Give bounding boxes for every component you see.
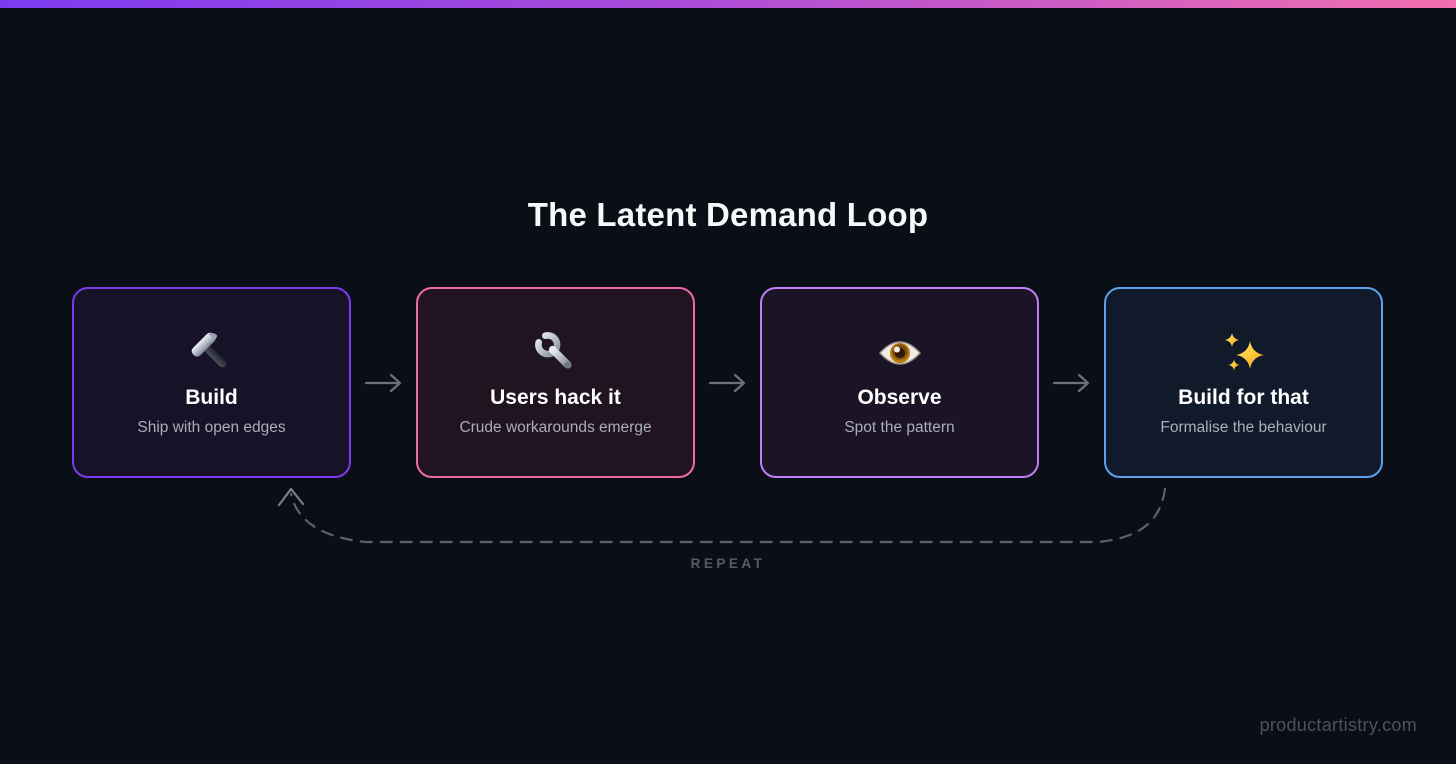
step-subtitle: Spot the pattern xyxy=(844,418,955,436)
step-card-users-hack-it: Users hack it Crude workarounds emerge xyxy=(416,287,695,478)
watermark: productartistry.com xyxy=(1259,715,1417,735)
hammer-icon xyxy=(190,329,234,377)
repeat-label: REPEAT xyxy=(690,556,766,571)
wrench-icon xyxy=(534,329,578,377)
step-subtitle: Ship with open edges xyxy=(137,418,286,436)
step-subtitle: Crude workarounds emerge xyxy=(459,418,652,436)
flow-arrow-icon xyxy=(695,371,760,395)
step-card-build: Build Ship with open edges xyxy=(72,287,351,478)
flow-arrow-icon xyxy=(1039,371,1104,395)
top-accent-bar xyxy=(0,0,1456,8)
page-title: The Latent Demand Loop xyxy=(527,196,929,233)
sparkles-icon xyxy=(1222,329,1266,377)
step-title: Build xyxy=(185,385,238,409)
step-card-observe: Observe Spot the pattern xyxy=(760,287,1039,478)
step-title: Build for that xyxy=(1178,385,1309,409)
eye-icon xyxy=(877,329,923,377)
step-title: Users hack it xyxy=(490,385,621,409)
step-title: Observe xyxy=(857,385,942,409)
flow-arrow-icon xyxy=(351,371,416,395)
step-card-build-for-that: Build for that Formalise the behaviour xyxy=(1104,287,1383,478)
step-subtitle: Formalise the behaviour xyxy=(1160,418,1327,436)
loop-steps-row: Build Ship with open edges xyxy=(72,287,1383,478)
